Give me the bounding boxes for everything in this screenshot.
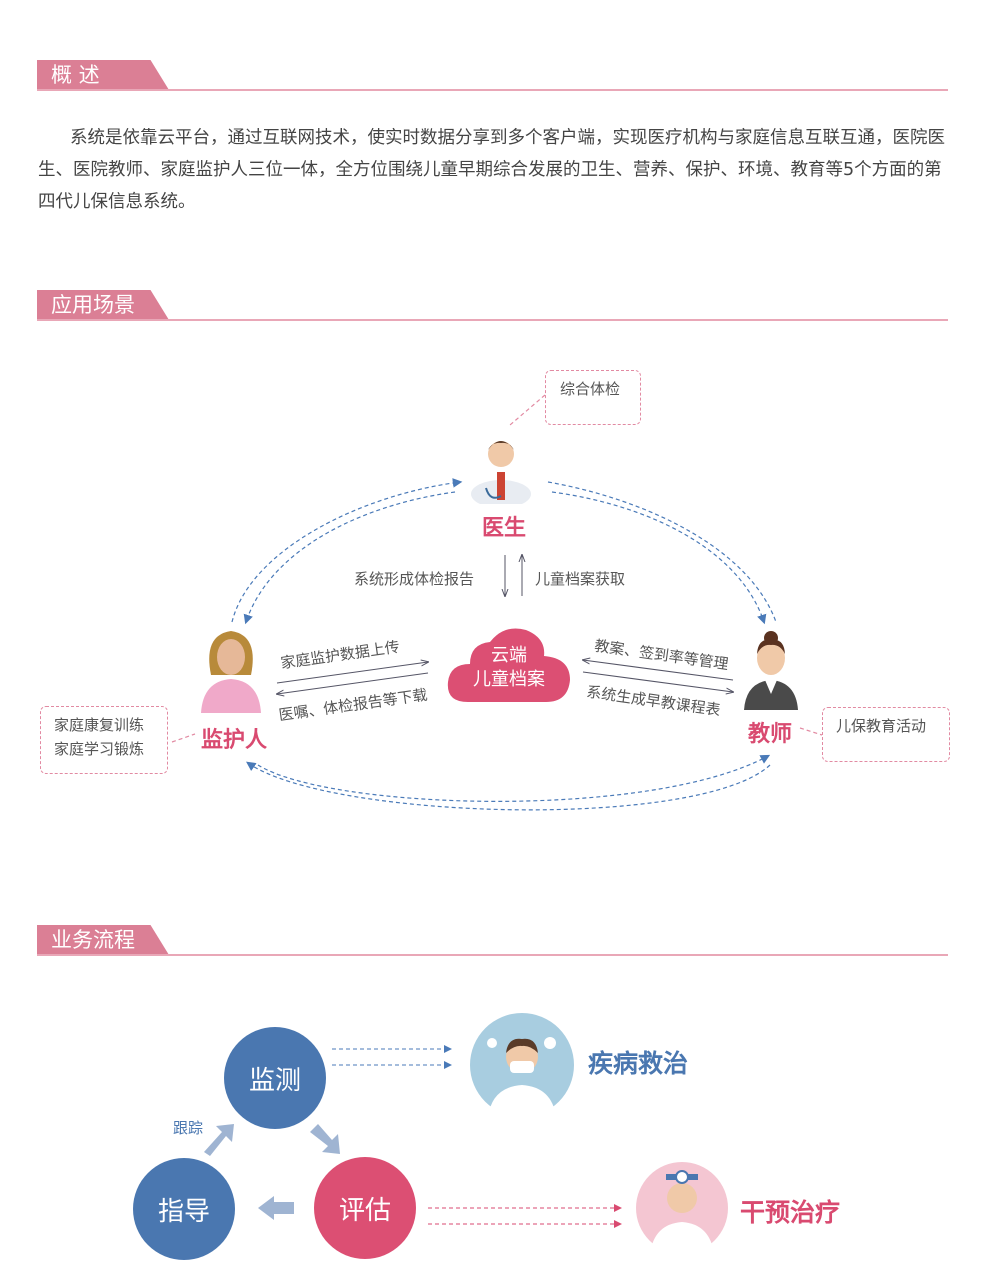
section-header-overview: 概 述	[37, 60, 948, 92]
teacher-note: 儿保教育活动	[822, 707, 950, 762]
guardian-icon	[201, 631, 261, 713]
divider	[37, 954, 948, 956]
section-title: 业务流程	[37, 925, 169, 955]
cloud-icon	[447, 628, 570, 702]
guardian-note-line: 家庭学习锻炼	[54, 740, 145, 758]
section-title: 概 述	[37, 60, 169, 90]
arrow-evaluate	[310, 1124, 340, 1154]
doctor-note: 综合体检	[545, 370, 641, 425]
disease-doctor-icon	[470, 1013, 574, 1117]
overview-text: 系统是依靠云平台，通过互联网技术，使实时数据分享到多个客户端，实现医疗机构与家庭…	[38, 128, 945, 212]
intervene-doctor-icon	[636, 1162, 728, 1254]
disease-label: 疾病救治	[588, 1049, 689, 1078]
evaluate-node: 评估	[314, 1157, 416, 1259]
doctor-label: 医生	[482, 516, 527, 541]
teacher-label: 教师	[748, 722, 793, 747]
monitor-node: 监测	[224, 1027, 326, 1129]
guardian-note: 家庭康复训练 家庭学习锻炼	[40, 706, 168, 774]
track-label: 跟踪	[173, 1119, 204, 1137]
process-connectors	[204, 1045, 622, 1228]
arrow-guide	[258, 1196, 294, 1220]
cloud-label-line: 儿童档案	[473, 669, 545, 690]
cloud-label: 云端 儿童档案	[446, 644, 572, 692]
down-label: 系统形成体检报告	[354, 570, 475, 588]
section-title: 应用场景	[37, 290, 169, 320]
divider	[37, 89, 948, 91]
section-header-process: 业务流程	[37, 925, 948, 957]
divider	[37, 319, 948, 321]
teacher-icon	[744, 631, 798, 710]
section-header-scenarios: 应用场景	[37, 290, 948, 322]
doctor-icon	[471, 441, 531, 504]
arrow-track	[204, 1124, 234, 1156]
guardian-label: 监护人	[201, 728, 268, 753]
intervene-label: 干预治疗	[740, 1198, 841, 1227]
cloud-label-line: 云端	[491, 645, 527, 666]
guardian-note-line: 家庭康复训练	[54, 716, 145, 734]
guide-node: 指导	[133, 1158, 235, 1260]
scenario-connectors	[171, 394, 823, 811]
up-label: 儿童档案获取	[535, 570, 626, 588]
